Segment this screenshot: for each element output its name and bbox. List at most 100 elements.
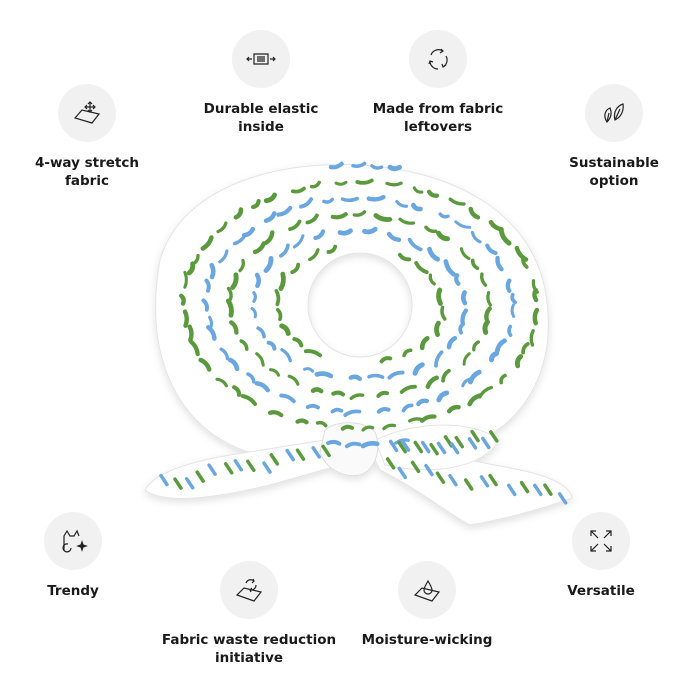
pattern-stroke bbox=[385, 457, 396, 470]
fabric-recycle-icon bbox=[220, 561, 278, 619]
pattern-stroke bbox=[386, 231, 402, 242]
feature-label-trendy: Trendy bbox=[47, 583, 99, 599]
pattern-stroke bbox=[414, 261, 429, 275]
pattern-stroke bbox=[472, 340, 481, 352]
pattern-stroke bbox=[344, 441, 362, 449]
feature-trendy: Trendy bbox=[0, 512, 173, 600]
pattern-stroke bbox=[387, 164, 402, 172]
pattern-stroke bbox=[557, 492, 568, 505]
pattern-stroke bbox=[330, 212, 348, 220]
pattern-stroke bbox=[226, 286, 233, 301]
pattern-stroke bbox=[254, 381, 270, 393]
feature-label-sustainable: Sustainable option bbox=[569, 155, 659, 189]
pattern-stroke bbox=[440, 305, 447, 321]
pattern-stroke bbox=[179, 293, 186, 306]
pattern-stroke bbox=[495, 255, 504, 272]
pattern-stroke bbox=[173, 477, 183, 490]
pattern-stroke bbox=[488, 473, 498, 487]
pattern-stroke bbox=[510, 303, 516, 318]
pattern-stroke bbox=[425, 375, 439, 389]
pattern-stroke bbox=[313, 229, 326, 241]
pattern-stroke bbox=[388, 439, 399, 453]
pattern-stroke bbox=[521, 341, 530, 355]
pattern-stroke bbox=[446, 335, 458, 350]
pattern-stroke bbox=[454, 220, 472, 229]
pattern-stroke bbox=[376, 406, 391, 414]
pattern-stroke bbox=[481, 436, 491, 450]
pattern-stroke bbox=[225, 298, 234, 318]
pattern-stroke bbox=[355, 178, 374, 185]
pattern-stroke bbox=[376, 390, 390, 398]
pattern-stroke bbox=[280, 348, 292, 363]
pattern-stroke bbox=[484, 306, 492, 322]
pattern-stroke bbox=[446, 404, 461, 414]
pattern-stroke bbox=[252, 241, 266, 255]
pattern-stroke bbox=[467, 437, 478, 450]
pattern-stroke bbox=[198, 357, 212, 372]
pattern-stroke bbox=[397, 440, 407, 454]
pattern-stroke bbox=[387, 370, 405, 380]
pattern-stroke bbox=[438, 212, 450, 219]
pattern-stroke bbox=[252, 291, 257, 303]
pattern-stroke bbox=[240, 394, 257, 406]
scrunchie-image bbox=[144, 161, 573, 526]
pattern-stroke bbox=[250, 307, 257, 319]
feature-elastic: Durable elastic inside bbox=[161, 30, 361, 136]
pattern-stroke bbox=[427, 246, 440, 262]
pattern-stroke bbox=[370, 164, 384, 170]
pattern-stroke bbox=[489, 351, 499, 363]
pattern-stroke bbox=[229, 320, 239, 335]
pattern-stroke bbox=[227, 357, 240, 372]
pattern-stroke bbox=[434, 320, 441, 337]
pattern-stroke bbox=[262, 461, 272, 474]
pattern-stroke bbox=[309, 180, 321, 189]
pattern-stroke bbox=[360, 441, 380, 449]
pattern-stroke bbox=[485, 243, 498, 255]
pattern-stroke bbox=[419, 336, 430, 351]
pattern-stroke bbox=[340, 196, 360, 203]
pattern-stroke bbox=[251, 199, 261, 210]
elastic-band-icon bbox=[232, 30, 290, 88]
pattern-stroke bbox=[200, 235, 214, 251]
pattern-stroke bbox=[263, 192, 277, 204]
pattern-stroke bbox=[183, 270, 188, 289]
pattern-stroke bbox=[233, 459, 244, 472]
pattern-stroke bbox=[412, 186, 424, 194]
pattern-stroke bbox=[402, 348, 413, 358]
pattern-stroke bbox=[290, 186, 306, 194]
pattern-stroke bbox=[543, 483, 553, 496]
pattern-stroke bbox=[382, 423, 397, 431]
pattern-stroke bbox=[399, 384, 417, 394]
pattern-stroke bbox=[467, 393, 482, 407]
feature-label-elastic: Durable elastic inside bbox=[203, 101, 319, 135]
pattern-stroke bbox=[468, 206, 481, 220]
recycle-arrows-icon bbox=[409, 30, 467, 88]
pattern-stroke bbox=[366, 194, 386, 202]
pattern-stroke bbox=[209, 262, 216, 280]
pattern-stroke bbox=[449, 441, 460, 455]
pattern-stroke bbox=[428, 273, 436, 286]
pattern-stroke bbox=[461, 377, 472, 388]
pattern-stroke bbox=[274, 289, 281, 307]
pattern-stroke bbox=[532, 307, 540, 326]
pattern-stroke bbox=[292, 234, 305, 249]
pattern-stroke bbox=[435, 471, 446, 484]
pattern-stroke bbox=[373, 213, 393, 222]
pattern-stroke bbox=[506, 483, 517, 497]
pattern-stroke bbox=[219, 347, 230, 361]
feature-label-moisture: Moisture-wicking bbox=[361, 632, 493, 648]
pattern-stroke bbox=[233, 207, 244, 220]
pattern-stroke bbox=[482, 319, 490, 335]
expand-arrows-icon bbox=[572, 512, 630, 570]
water-drop-fabric-icon bbox=[398, 561, 456, 619]
pattern-stroke bbox=[279, 393, 296, 404]
pattern-stroke bbox=[470, 429, 480, 443]
pattern-stroke bbox=[401, 403, 414, 413]
pattern-stroke bbox=[400, 439, 411, 452]
pattern-stroke bbox=[337, 228, 353, 236]
pattern-stroke bbox=[269, 368, 281, 377]
feature-sustainable: Sustainable option bbox=[514, 84, 700, 190]
pattern-stroke bbox=[269, 453, 280, 466]
stretch-fabric-icon bbox=[58, 84, 116, 142]
pattern-stroke bbox=[321, 444, 331, 458]
